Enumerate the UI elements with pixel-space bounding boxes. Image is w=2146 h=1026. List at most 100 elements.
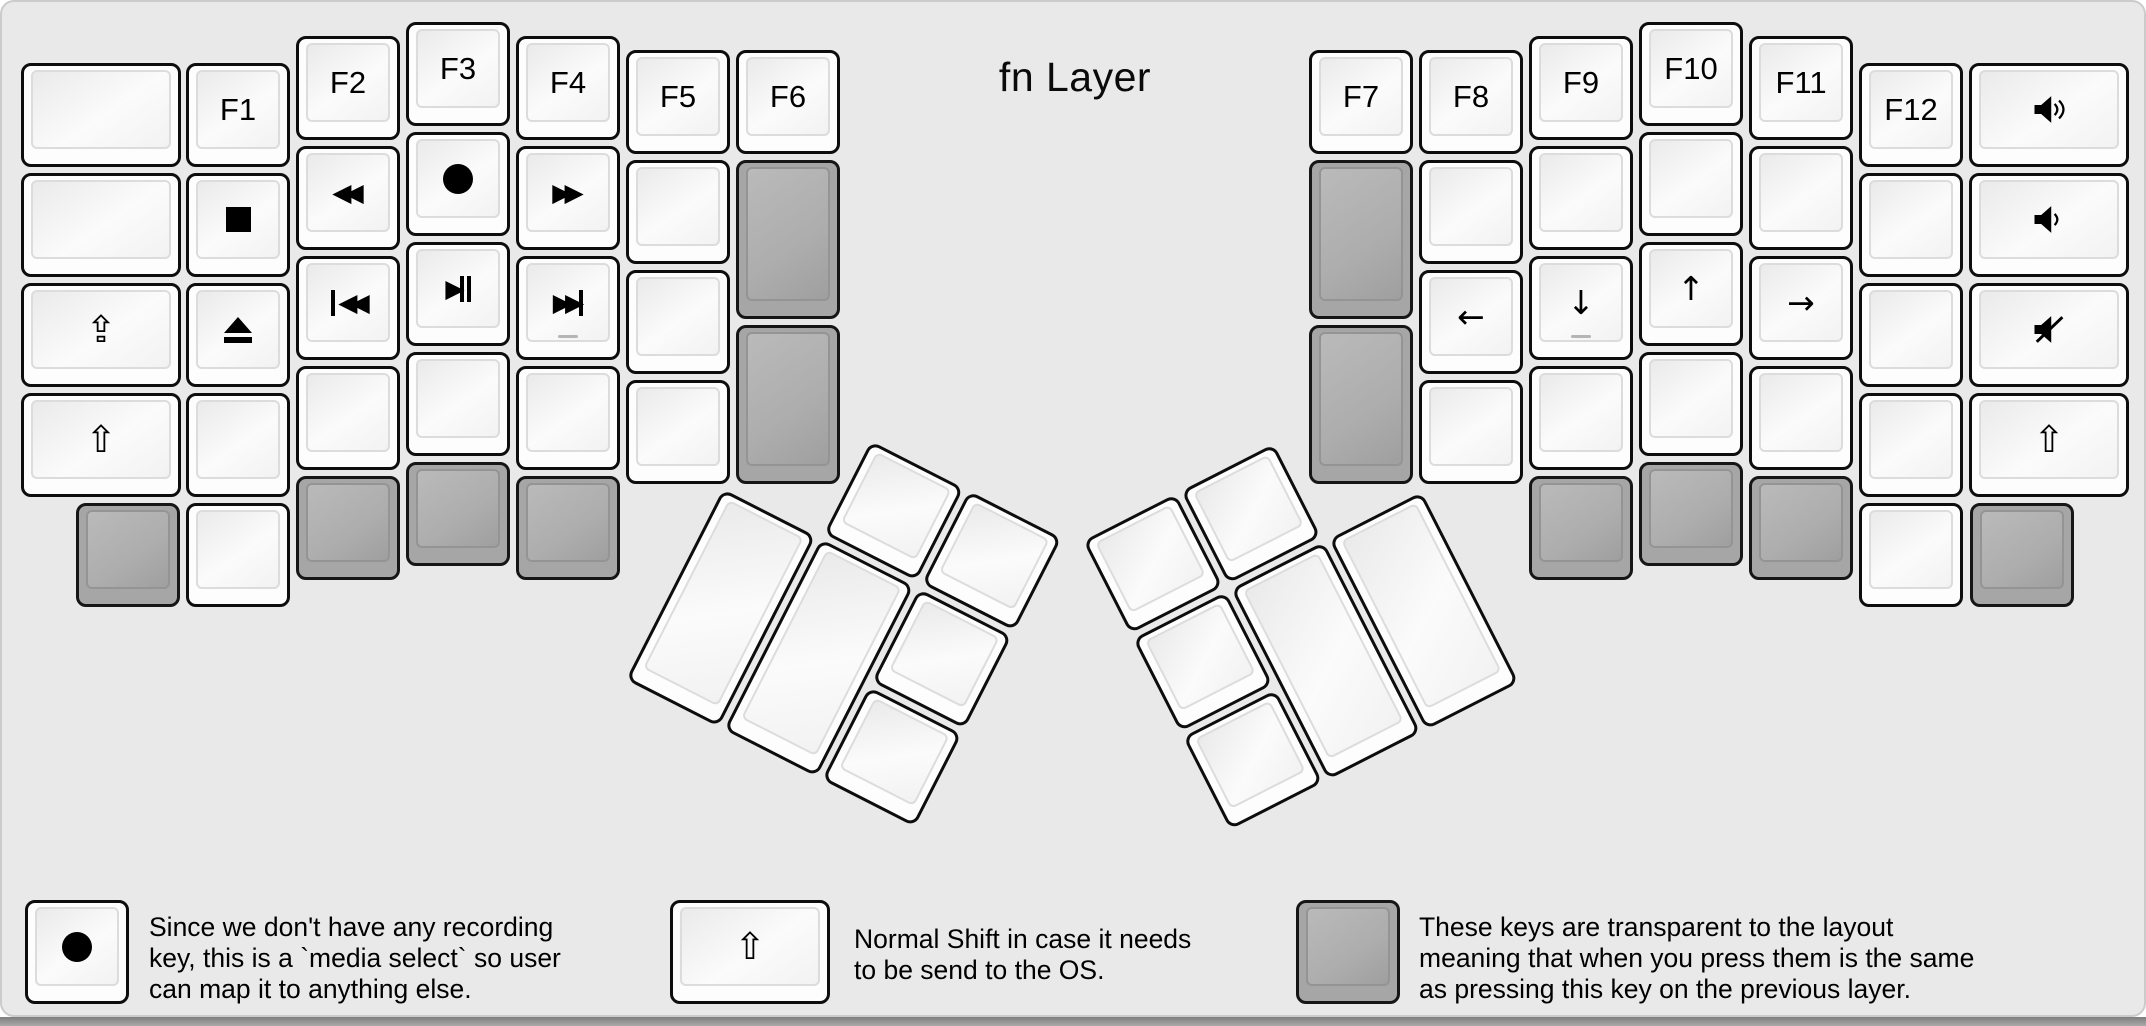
keycap-surface: ↓	[1539, 263, 1623, 342]
key-transparent[interactable]	[1970, 503, 2074, 607]
key-transparent[interactable]	[1309, 325, 1413, 484]
key-label: F7	[1342, 78, 1380, 114]
key-blank[interactable]	[406, 352, 510, 456]
keycap-surface: F11	[1759, 43, 1843, 122]
key-arrow-right[interactable]: →	[1749, 256, 1853, 360]
keycap-surface	[746, 167, 830, 301]
keycap-surface	[1095, 504, 1206, 614]
key-f7[interactable]: F7	[1309, 50, 1413, 154]
keycap-surface	[938, 501, 1050, 611]
key-blank[interactable]	[1529, 146, 1633, 250]
key-label: F3	[439, 50, 477, 86]
key-blank[interactable]	[186, 503, 290, 607]
key-arrow-up[interactable]: ↑	[1639, 242, 1743, 346]
key-blank[interactable]	[626, 380, 730, 484]
key-label: F5	[659, 78, 697, 114]
key-blank[interactable]	[186, 393, 290, 497]
key-f3[interactable]: F3	[406, 22, 510, 126]
key-arrow-down[interactable]: ↓	[1529, 256, 1633, 360]
key-blank[interactable]	[21, 63, 181, 167]
key-volume-down[interactable]	[1969, 173, 2129, 277]
key-play-pause[interactable]: ▶	[406, 242, 510, 346]
key-blank[interactable]	[1749, 146, 1853, 250]
key-transparent[interactable]	[1639, 462, 1743, 566]
key-record[interactable]	[406, 132, 510, 236]
keycap-surface	[416, 469, 500, 548]
key-transparent[interactable]	[1529, 476, 1633, 580]
key-blank[interactable]	[21, 173, 181, 277]
key-f12[interactable]: F12	[1859, 63, 1963, 167]
keycap-surface: ⇪	[31, 290, 171, 369]
key-blank[interactable]	[1859, 283, 1963, 387]
keycap-surface	[196, 510, 280, 589]
key-blank[interactable]	[1419, 160, 1523, 264]
keycap-surface	[196, 290, 280, 369]
page-title: fn Layer	[998, 54, 1152, 100]
key-blank[interactable]	[1529, 366, 1633, 470]
key-prev-track[interactable]: ◀◀	[296, 256, 400, 360]
key-label: F6	[769, 78, 807, 114]
keycap-surface	[1979, 70, 2119, 149]
keycap-surface	[1759, 373, 1843, 452]
key-transparent[interactable]	[516, 476, 620, 580]
key-blank[interactable]	[1859, 503, 1963, 607]
key-transparent[interactable]	[296, 476, 400, 580]
key-f9[interactable]: F9	[1529, 36, 1633, 140]
key-transparent[interactable]	[1309, 160, 1413, 319]
keycap-surface	[1979, 180, 2119, 259]
key-shift[interactable]: ⇧	[21, 393, 181, 497]
key-blank[interactable]	[1859, 393, 1963, 497]
key-next-track[interactable]: ▶▶	[516, 256, 620, 360]
keycap-surface: ▶	[416, 249, 500, 328]
key-blank[interactable]	[626, 160, 730, 264]
keycap-surface	[196, 180, 280, 259]
key-eject[interactable]	[186, 283, 290, 387]
keycap-surface: F5	[636, 57, 720, 136]
key-arrow-left[interactable]: ←	[1419, 270, 1523, 374]
key-blank[interactable]	[1859, 173, 1963, 277]
key-rewind[interactable]: ◀◀	[296, 146, 400, 250]
key-f8[interactable]: F8	[1419, 50, 1523, 154]
key-blank[interactable]	[1749, 366, 1853, 470]
keycap-surface	[1319, 332, 1403, 466]
key-blank[interactable]	[296, 366, 400, 470]
keycap-surface	[1539, 483, 1623, 562]
key-capslock[interactable]: ⇪	[21, 283, 181, 387]
key-blank[interactable]	[1419, 380, 1523, 484]
key-blank[interactable]	[1639, 132, 1743, 236]
keycap-surface	[1193, 454, 1304, 564]
keycap-surface	[636, 387, 720, 466]
keycap-surface	[31, 70, 171, 149]
key-transparent[interactable]	[1749, 476, 1853, 580]
keycap-surface	[1649, 469, 1733, 548]
key-blank[interactable]	[516, 366, 620, 470]
keycap-surface	[1194, 700, 1306, 810]
key-volume-up[interactable]	[1969, 63, 2129, 167]
keycap-surface	[1869, 290, 1953, 369]
key-transparent[interactable]	[406, 462, 510, 566]
key-f2[interactable]: F2	[296, 36, 400, 140]
key-blank[interactable]	[626, 270, 730, 374]
key-transparent[interactable]	[736, 325, 840, 484]
key-transparent[interactable]	[736, 160, 840, 319]
key-f5[interactable]: F5	[626, 50, 730, 154]
legend-key-1	[25, 900, 129, 1004]
keycap-surface	[1869, 510, 1953, 589]
key-shift[interactable]: ⇧	[1969, 393, 2129, 497]
key-f4[interactable]: F4	[516, 36, 620, 140]
key-blank[interactable]	[1639, 352, 1743, 456]
keycap-surface	[35, 907, 119, 986]
key-f6[interactable]: F6	[736, 50, 840, 154]
key-f1[interactable]: F1	[186, 63, 290, 167]
key-transparent[interactable]	[76, 503, 180, 607]
key-f11[interactable]: F11	[1749, 36, 1853, 140]
key-stop[interactable]	[186, 173, 290, 277]
keycap-surface: F8	[1429, 57, 1513, 136]
key-f10[interactable]: F10	[1639, 22, 1743, 126]
key-fast-forward[interactable]: ▶▶	[516, 146, 620, 250]
key-mute[interactable]	[1969, 283, 2129, 387]
keycap-surface: F1	[196, 70, 280, 149]
keycap-surface: F4	[526, 43, 610, 122]
